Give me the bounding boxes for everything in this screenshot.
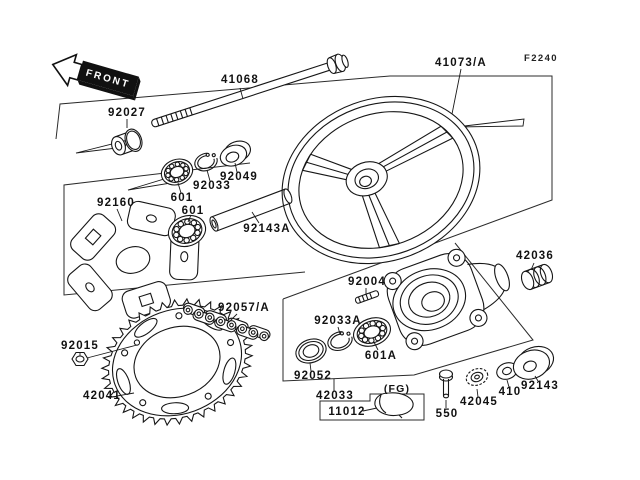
part-hub-42033-drawing [383,248,510,351]
part-axle-drawing [151,53,349,128]
part-cap-11012-drawing [374,392,414,419]
part-label-92033A: 92033A [314,315,361,327]
part-label-550: 550 [436,408,459,420]
part-stud-92004-drawing [354,290,380,304]
part-label-92052: 92052 [294,370,332,382]
part-label-92143A: 92143A [243,223,290,235]
part-bearing-601A-drawing [353,317,391,347]
part-label-92143: 92143 [521,380,559,392]
part-label-92057A: 92057/A [218,302,270,314]
part-nut-92015-drawing [71,351,89,367]
part-label-41073A: 41073/A [435,57,487,69]
part-sprocket-drawing [100,297,254,427]
part-chain-92057A-drawing [182,302,271,342]
fg-note-label: (FG) [384,383,410,395]
group-box-fg [319,393,425,421]
part-label-42036: 42036 [516,250,554,262]
part-label-92049: 92049 [220,171,258,183]
leader-lines [79,68,539,412]
part-circlip-92033-drawing [194,152,218,172]
part-label-42045: 42045 [460,396,498,408]
part-label-601-rear: 601 [182,205,205,217]
part-label-410: 410 [499,386,522,398]
part-label-92160: 92160 [97,197,135,209]
part-spacer-tube-92143A-drawing [209,188,293,232]
part-label-92004: 92004 [348,276,386,288]
part-seal-92049-drawing [219,140,251,167]
front-arrow-banner-end [133,76,141,101]
part-label-92033: 92033 [193,180,231,192]
part-label-601-front: 601 [171,192,194,204]
part-42045-drawing [465,368,489,386]
front-arrow-banner-side [77,79,136,101]
part-coupling-92160-drawing [67,200,200,319]
part-label-11012: 11012 [328,406,365,418]
part-label-92027: 92027 [108,107,146,119]
front-direction-marker: FRONT [51,53,141,101]
group-box-coupling [63,162,306,296]
figure-code-label: F2240 [524,53,558,64]
group-box-axle-wheel [55,75,553,300]
axis-wedge-icon [455,118,525,128]
group-box-hub [282,242,534,382]
part-labels: 41068 92027 41073/A 92049 92033 601 9216… [61,53,559,420]
part-label-42041: 42041 [83,390,121,402]
part-collar-42036-drawing [520,263,554,291]
part-seal-92052-drawing [295,338,327,364]
part-label-92015: 92015 [61,340,99,352]
part-label-601A: 601A [365,350,397,362]
part-circlip-92033A-drawing [327,330,353,352]
group-boxes [55,75,553,421]
part-collar-92143-drawing [512,345,555,380]
part-collar-92027-drawing [111,128,143,156]
part-bearing-601-front-drawing [160,158,194,186]
part-pin-550-drawing [438,369,454,399]
part-bearing-601-rear-drawing [167,214,207,248]
part-label-41068: 41068 [221,74,259,86]
part-label-42033: 42033 [316,390,354,402]
front-arrow-banner [77,60,139,96]
part-wheel-drawing [281,95,481,265]
